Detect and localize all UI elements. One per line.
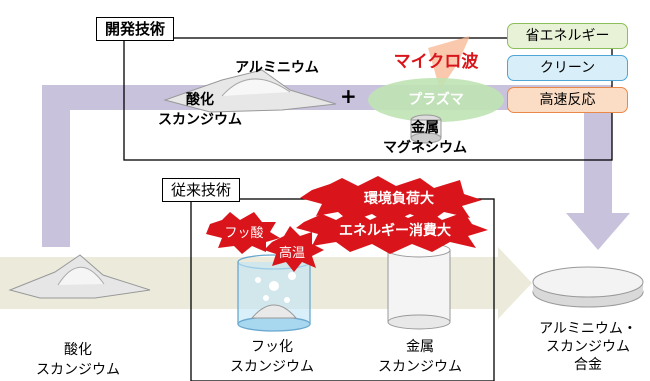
high-temp-label: 高温 [278,246,305,261]
conventional-title: 従来技術 [162,178,241,202]
scandium-oxide-label: 酸化 スカンジウム [158,92,242,128]
magnesium-piece [410,114,442,144]
plus-sign: + [340,84,357,108]
burst-energy [296,210,488,254]
microwave-wave-shape [428,36,470,90]
aluminum-label: アルミニウム [235,60,319,76]
fluoride-label: フッ化 スカンジウム [230,339,314,375]
powder-pile-dev [163,69,337,113]
energy-consumption-label: エネルギー消費大 [339,223,451,239]
metal-scandium-label: 金属 スカンジウム [378,339,462,375]
alloy-disc [532,266,644,308]
feature-fast-reaction: 高速反応 [507,87,628,113]
alloy-label: アルミニウム・ スカンジウム 合金 [539,321,637,373]
plasma-label: プラズマ [408,92,464,108]
environment-load-label: 環境負荷大 [364,191,434,207]
oxide-bottom-label: 酸化 スカンジウム [36,342,120,378]
fluoride-beaker [237,254,311,332]
feature-clean: クリーン [507,55,628,81]
magnesium-label: 金属 マグネシウム [383,120,467,156]
microwave-label: マイクロ波 [393,52,479,72]
powder-pile-bottom [8,254,151,299]
development-title: 開発技術 [96,17,175,41]
burst-high-temp [264,226,324,272]
feature-energy-saving: 省エネルギー [507,23,628,49]
hydrofluoric-acid-label: フッ酸 [224,226,264,241]
burst-environment [300,176,482,224]
burst-hf [206,212,280,254]
metal-scandium-cylinder [387,242,451,330]
plasma-ellipse [368,78,504,122]
